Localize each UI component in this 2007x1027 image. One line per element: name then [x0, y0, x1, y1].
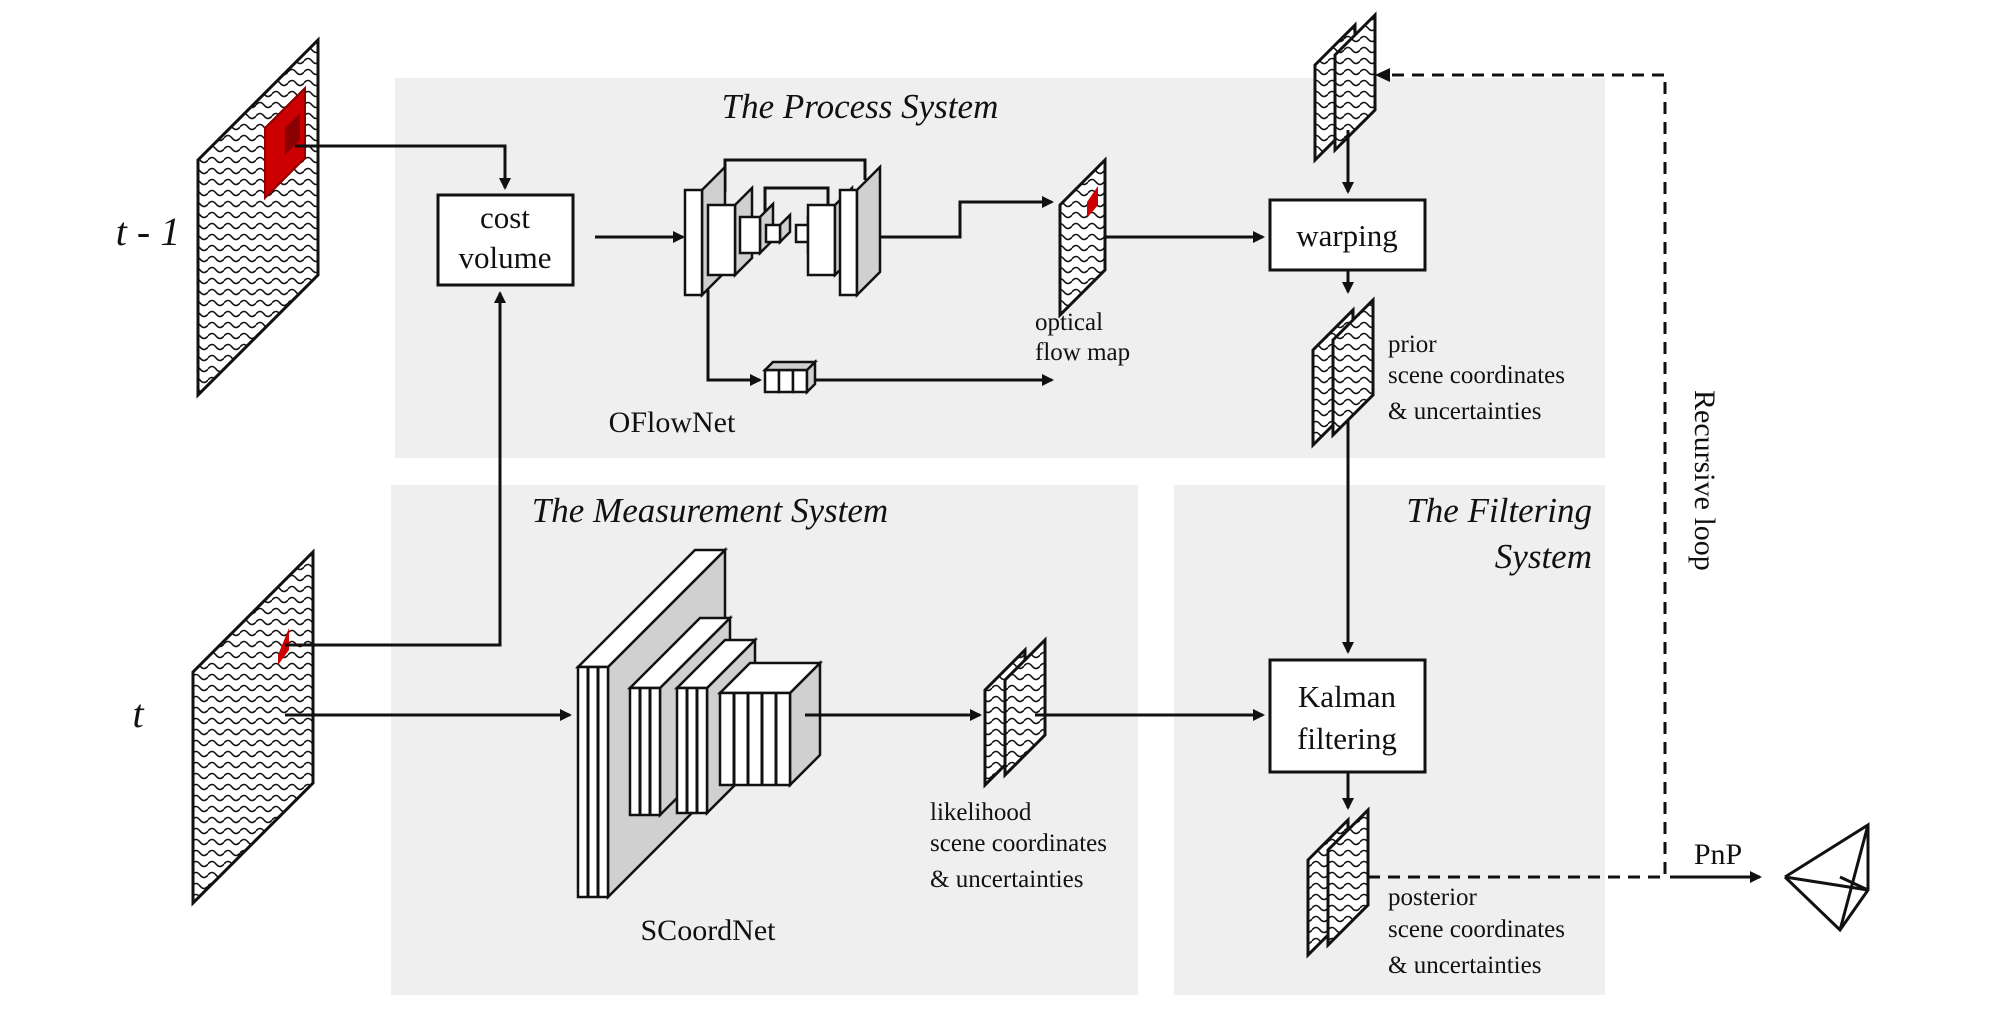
warping-label: warping [1296, 218, 1398, 253]
skip-connection-inner [763, 186, 830, 212]
posterior-maps [1306, 806, 1370, 959]
recursive-loop-arrowhead [1375, 68, 1390, 82]
warping-box [1268, 198, 1427, 272]
cost-volume-label-line1: cost [480, 200, 530, 235]
kalman-label-line2: filtering [1297, 721, 1397, 756]
cost-volume-box [436, 193, 575, 287]
arrow-prev-to-cost [295, 144, 511, 190]
cost-volume-label-line2: volume [459, 240, 552, 275]
measurement-system-title: The Measurement System [532, 491, 888, 530]
recursive-loop-label: Recursive loop [1688, 390, 1721, 571]
prior-maps [1311, 296, 1375, 449]
scoordnet-network [574, 546, 824, 901]
curr-frame-image [191, 548, 315, 907]
prev-frame-image [196, 36, 320, 399]
recursive-loop-path [1368, 73, 1667, 879]
filtering-system-title-line1: The Filtering [1406, 491, 1592, 530]
prior-label-line2: scene coordinates [1388, 362, 1565, 389]
oflownet-network [683, 158, 882, 396]
curr-frame-patch [278, 628, 289, 665]
likelihood-label-line2: scene coordinates [930, 830, 1107, 857]
filtering-system-title-line2: System [1495, 537, 1592, 576]
kalman-filtering-box [1268, 658, 1427, 774]
likelihood-label-line3: & uncertainties [930, 866, 1083, 893]
prior-label-line3: & uncertainties [1388, 398, 1541, 425]
posterior-label-line3: & uncertainties [1388, 952, 1541, 979]
prior-label-line1: prior [1388, 331, 1437, 358]
optical-flow-label-line2: flow map [1035, 339, 1130, 366]
likelihood-label-line1: likelihood [930, 799, 1032, 826]
kalman-label-line1: Kalman [1298, 679, 1397, 714]
optical-flow-label-line1: optical [1035, 309, 1103, 336]
oflownet-label: OFlowNet [609, 406, 736, 439]
posterior-label-line1: posterior [1388, 884, 1478, 911]
likelihood-maps [983, 636, 1047, 789]
posterior-label-line2: scene coordinates [1388, 916, 1565, 943]
previous-posterior-maps [1313, 11, 1377, 164]
arrow-oflownet-branch [706, 290, 762, 386]
arrow-oflownet-to-flow [880, 196, 1054, 239]
pnp-label: PnP [1694, 838, 1742, 871]
process-system-title: The Process System [722, 87, 999, 126]
prev-frame-label: t - 1 [116, 209, 180, 254]
optical-flow-map [1058, 156, 1107, 319]
scoordnet-label: SCoordNet [641, 914, 777, 947]
prev-frame-patch-center [285, 113, 300, 155]
arrow-curr-to-cost [285, 291, 506, 647]
curr-frame-label: t [132, 691, 144, 736]
camera-pose-icon [1783, 822, 1870, 933]
